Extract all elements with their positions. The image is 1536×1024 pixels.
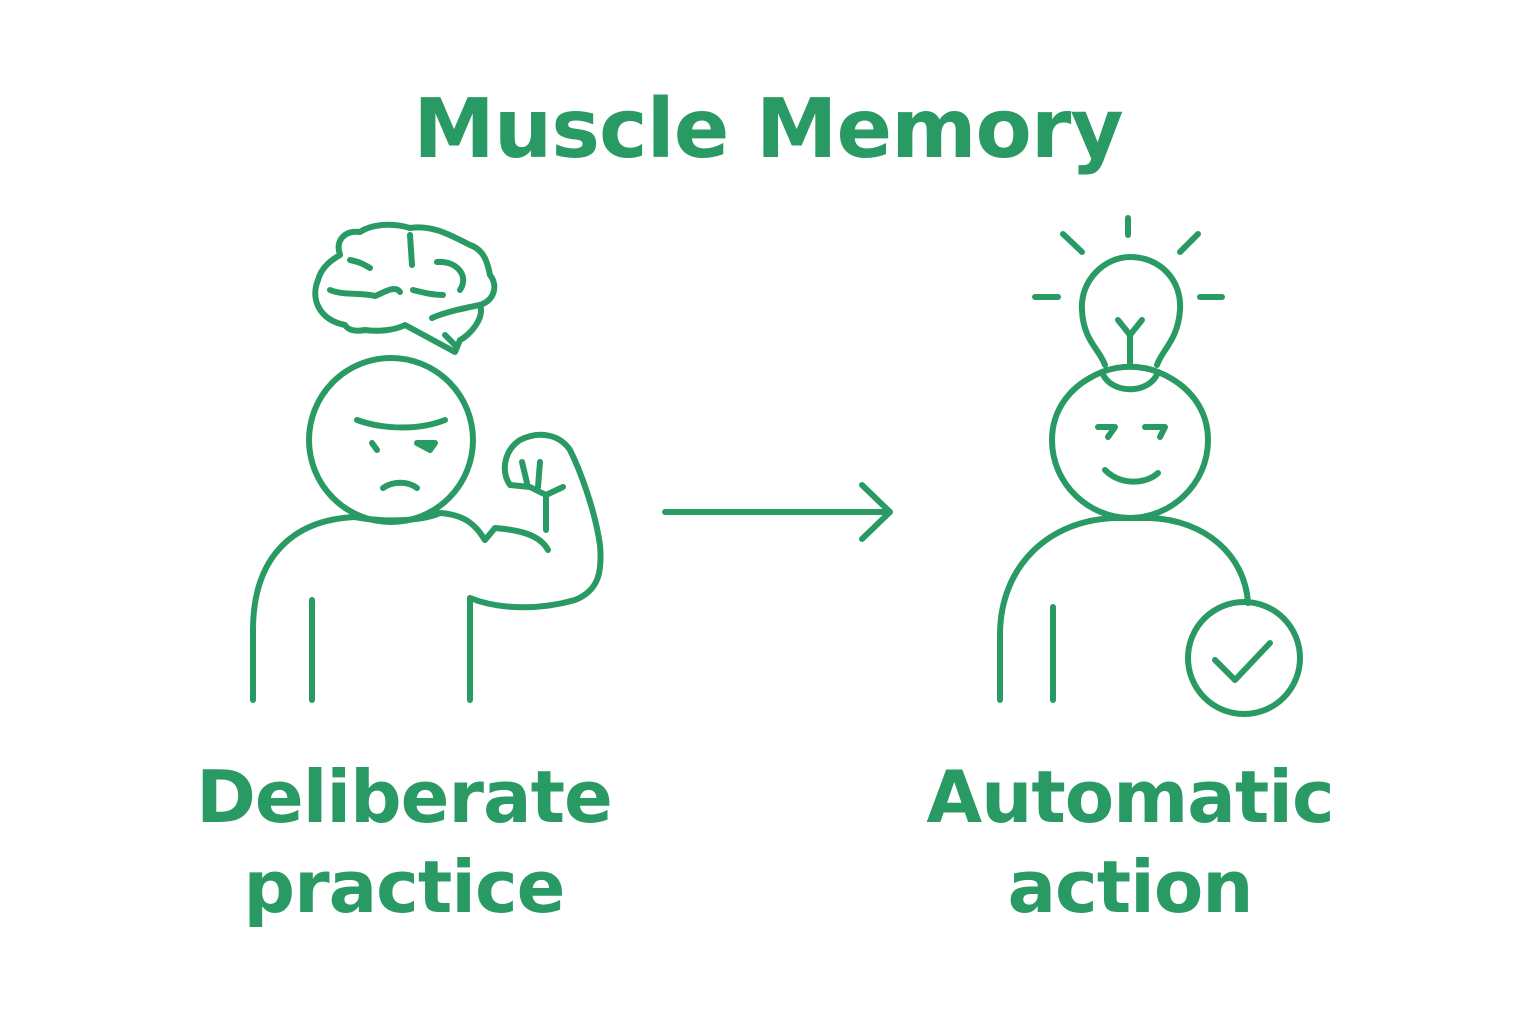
automatic-action-label: Automatic action xyxy=(830,752,1430,932)
label-line: action xyxy=(1007,845,1253,929)
brain-icon xyxy=(312,221,498,355)
label-line: practice xyxy=(243,845,566,929)
checkmark-circle-icon xyxy=(1185,599,1303,717)
smiling-person-icon xyxy=(997,369,1251,703)
label-line: Deliberate xyxy=(196,755,613,839)
diagram-title: Muscle Memory xyxy=(413,82,1124,177)
arrow-right-icon xyxy=(662,482,893,542)
lightbulb-icon xyxy=(1032,215,1225,393)
deliberate-practice-label: Deliberate practice xyxy=(104,752,704,932)
label-line: Automatic xyxy=(926,755,1334,839)
flexing-person-icon xyxy=(250,355,604,703)
